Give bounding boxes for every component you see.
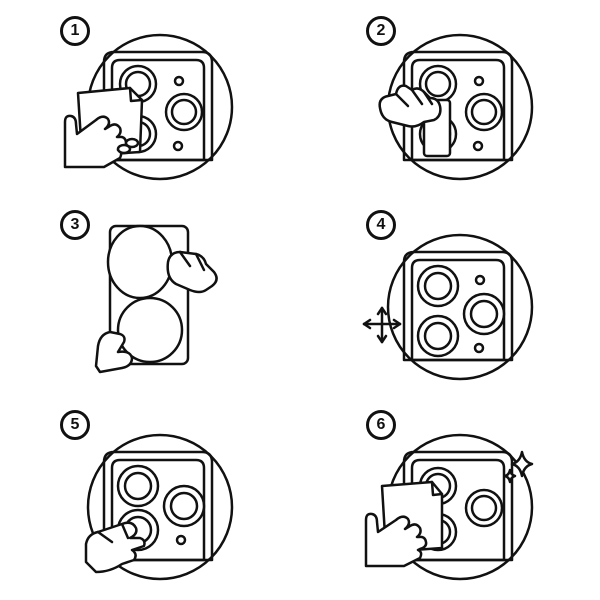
step-5-badge: 5 [60, 410, 90, 440]
step-1-badge: 1 [60, 16, 90, 46]
step-4-badge: 4 [366, 210, 396, 240]
step-1-illustration [63, 33, 234, 181]
step-2: 2 [300, 0, 600, 200]
step-6: 6 [300, 400, 600, 600]
step-4-illustration [362, 233, 534, 381]
step-3: 3 [0, 200, 300, 400]
step-5: 5 [0, 400, 300, 600]
step-4: 4 [300, 200, 600, 400]
step-6-illustration [364, 433, 534, 581]
step-1: 1 [0, 0, 300, 200]
step-3-badge: 3 [60, 210, 90, 240]
step-6-badge: 6 [366, 410, 396, 440]
step-2-badge: 2 [366, 16, 396, 46]
step-2-illustration [378, 33, 534, 181]
step-5-illustration [84, 433, 234, 581]
step-3-illustration [94, 224, 218, 374]
